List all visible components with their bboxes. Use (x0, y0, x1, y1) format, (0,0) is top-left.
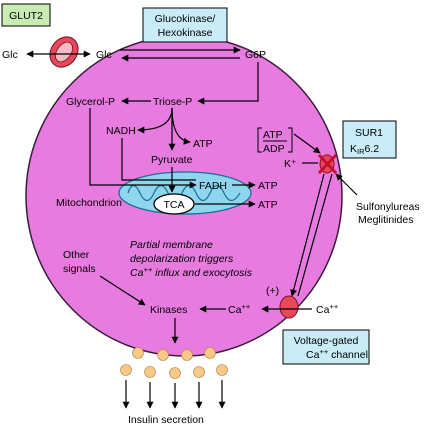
glycerol-to-fadh-arrow (89, 108, 197, 189)
depol-ca-sup: ++ (143, 265, 152, 274)
granule-outside-2 (144, 366, 156, 378)
glucokinase-box: Glucokinase/ Hexokinase (142, 7, 228, 43)
mitochondrion: TCA (118, 171, 252, 215)
glc-inside-label: Glc (96, 49, 112, 61)
mitochondrion-label: Mitochondrion (56, 197, 122, 209)
ratio-left-bracket (257, 127, 262, 153)
g6p-label: G6P (245, 49, 266, 61)
granule-inside-4 (204, 347, 216, 359)
granule-outside-5 (216, 364, 228, 376)
mitochondrion-cristae (127, 184, 241, 202)
meglitinides-label: Meglitinides (358, 214, 413, 226)
nadh-label: NADH (106, 125, 136, 137)
ratio-to-katp-arrow (293, 133, 321, 154)
atp-fadh-label: ATP (258, 180, 278, 192)
katp-block-x-line2 (317, 153, 338, 175)
pyruvate-label: Pyruvate (151, 154, 193, 166)
granule-inside-1 (132, 347, 144, 359)
granule-outside-3 (169, 367, 181, 379)
sur1-box-rect (342, 120, 397, 159)
depolarization-text-line3: Ca++ influx and exocytosis (130, 265, 253, 279)
glut2-box (1, 3, 51, 27)
nadh-to-fadh-line (121, 138, 196, 181)
triose-p-label: Triose-P (153, 96, 192, 108)
ca-outside-main: Ca (316, 304, 330, 316)
vgcc-rest: channel (328, 349, 368, 361)
glucokinase-label-line1: Glucokinase/ (155, 13, 216, 25)
kir-rest: 6.2 (365, 143, 380, 155)
vgcc-label-line2: Ca++ channel (306, 347, 368, 361)
other-signals-line1: Other (63, 249, 90, 261)
other-signals-line2: signals (63, 263, 96, 275)
glycerol-p-label: Glycerol-P (66, 96, 115, 108)
vgcc-channel-shape (279, 295, 299, 319)
kinases-label: Kinases (150, 304, 187, 316)
ca-outside-sup: ++ (329, 302, 338, 311)
glucokinase-label-line2: Hexokinase (158, 27, 213, 39)
sur1-box: SUR1 KIR6.2 (342, 120, 397, 159)
katp-to-vgcc-arrow-left (290, 173, 325, 297)
secretion-arrows (122, 380, 226, 409)
atp-adp-ratio: ATP ADP (257, 127, 293, 155)
kir-label: KIR6.2 (350, 143, 379, 156)
vgcc-box-rect (282, 329, 370, 365)
ratio-right-bracket (288, 127, 293, 153)
atp-tca-label: ATP (258, 199, 278, 211)
k-plus-label: K⁺ (284, 158, 297, 170)
plus-sign-label: (+) (266, 285, 279, 297)
kir-sub: IR (357, 147, 365, 156)
depol-ca: Ca (130, 267, 144, 279)
katp-to-vgcc-arrow-right (297, 173, 333, 297)
sulfonylureas-label: Sulfonylureas (356, 201, 420, 213)
granule-inside-3 (181, 349, 193, 361)
glut2-label: GLUT2 (9, 10, 43, 22)
glut2-label-box: GLUT2 (1, 3, 51, 27)
ca-outside-label: Ca++ (316, 302, 339, 316)
tca-cycle-oval (153, 193, 195, 215)
glc-outside-label: Glc (2, 49, 18, 61)
ca-inside-main: Ca (228, 304, 242, 316)
fadh-label: FADH (199, 180, 227, 192)
insulin-secretion-label: Insulin secretion (128, 414, 204, 426)
sur1-label: SUR1 (355, 127, 383, 139)
granule-outside-1 (120, 364, 132, 376)
ca-inside-sup: ++ (241, 302, 250, 311)
glut2-transporter (49, 36, 79, 68)
ca-inside-label: Ca++ (228, 302, 251, 316)
kir-main: K (350, 143, 357, 155)
depolarization-text-line1: Partial membrane (130, 239, 213, 251)
depol-rest: influx and exocytosis (152, 267, 253, 279)
vgcc-ca: Ca (306, 349, 320, 361)
insulin-granules-outside (120, 364, 228, 379)
drugs-to-katp-arrow (335, 173, 358, 196)
atp-ratio-numerator: ATP (263, 129, 283, 141)
vgcc-label-line1: Voltage-gated (294, 335, 359, 347)
vgcc-box: Voltage-gated Ca++ channel (282, 329, 370, 365)
atp-glycolysis-label: ATP (193, 138, 213, 150)
katp-channel (317, 153, 338, 175)
glucokinase-box-rect (142, 7, 228, 43)
granule-inside-2 (157, 349, 169, 361)
atp-ratio-denominator: ADP (263, 143, 285, 155)
granule-outside-4 (193, 366, 205, 378)
vgcc-ca-sup: ++ (319, 347, 328, 356)
tca-label: TCA (164, 199, 185, 211)
vgcc-channel (279, 295, 299, 319)
depolarization-text-line2: depolarization triggers (130, 253, 234, 265)
other-signals-to-kinases-arrow (99, 275, 146, 306)
insulin-granules-inside (132, 347, 216, 361)
g6p-to-triose-arrow (197, 62, 259, 105)
